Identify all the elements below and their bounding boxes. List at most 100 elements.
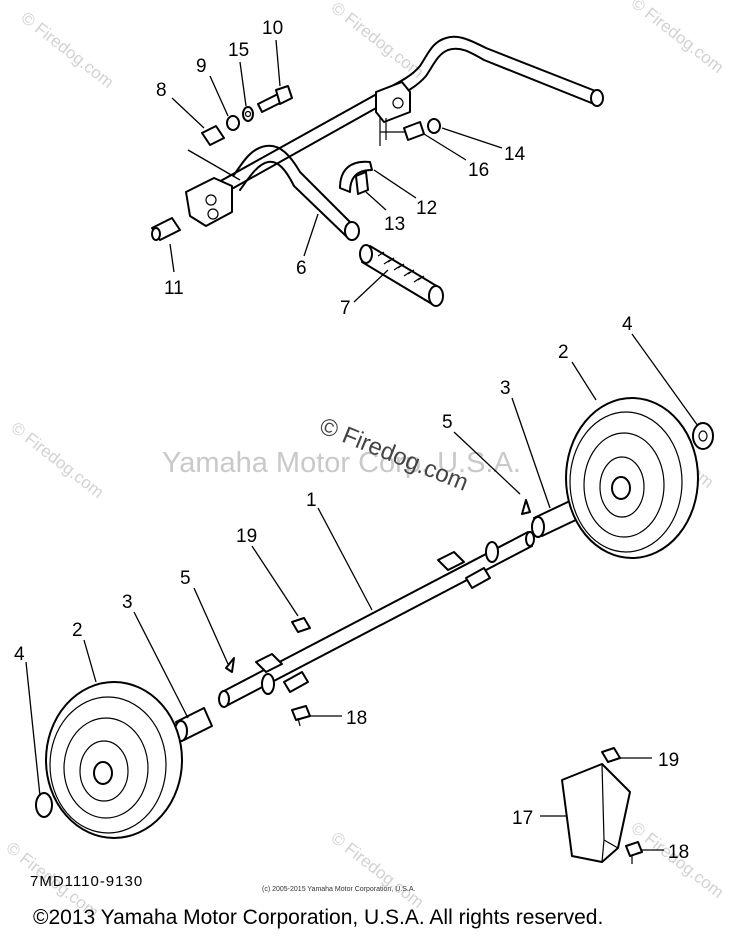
pin-13	[355, 171, 369, 195]
wheel-left-ring-3	[79, 740, 129, 802]
axle-assembly	[174, 499, 581, 742]
washer-4-right-hole	[698, 430, 708, 442]
leader-line-5-right	[453, 431, 521, 495]
watermark-center-line: Yamaha Motor Corp, U.S.A.	[162, 447, 521, 479]
axle-bracket-left-bottom	[283, 671, 309, 693]
leader-line-12	[373, 169, 417, 199]
clip-12	[339, 160, 373, 193]
bracket-17-edge	[601, 763, 619, 863]
wheel-left-ring-2	[63, 717, 149, 819]
leader-line-5-left	[193, 587, 229, 665]
callout-14: 14	[504, 144, 526, 165]
grip-end-left	[359, 244, 373, 264]
watermark-top-left: © Firedog.com	[18, 8, 118, 92]
washer-14	[427, 118, 441, 134]
handlebar-left-drop-lower	[239, 160, 347, 237]
callout-5-right: 5	[442, 412, 453, 433]
leader-line-2-right	[571, 361, 597, 401]
watermark-top-right: © Firedog.com	[628, 0, 728, 77]
callout-15: 15	[228, 40, 249, 61]
small-parts-right	[339, 118, 441, 195]
leader-lines	[25, 39, 699, 851]
leader-line-11	[169, 243, 175, 273]
spacer-11-end	[151, 227, 161, 241]
wheel-right-ring-1	[569, 411, 683, 553]
callout-7: 7	[340, 298, 351, 319]
callout-5-left: 5	[180, 568, 191, 589]
wheel-right-ring-2	[583, 432, 665, 538]
handlebar-end-right	[590, 89, 604, 107]
callout-6: 6	[296, 258, 307, 279]
callout-1: 1	[306, 490, 317, 511]
footer-copyright: ©2013 Yamaha Motor Corporation, U.S.A. A…	[33, 906, 604, 929]
axle-bracket-right-top	[437, 551, 465, 571]
callouts: 8 9 15 10 11 6 7 12 13 14 16 1 2 2 3 3 4…	[14, 18, 689, 863]
wheel-left-tire	[45, 681, 183, 839]
diagram-code: 7MD1110-9130	[30, 873, 144, 890]
leader-line-14	[441, 127, 503, 149]
callout-8: 8	[156, 80, 167, 101]
leader-line-6	[303, 213, 319, 257]
leader-line-4-right	[631, 333, 699, 427]
callout-2-right: 2	[558, 342, 569, 363]
small-parts-upper	[151, 85, 293, 241]
callout-3-right: 3	[500, 378, 511, 399]
bolt-18-bracket	[625, 841, 643, 857]
leader-line-7	[353, 269, 389, 303]
wheel-right	[565, 397, 714, 559]
grip-texture	[377, 251, 425, 283]
wheel-right-tire	[565, 397, 699, 559]
axle-end-left	[218, 690, 230, 708]
collar-8	[201, 125, 225, 146]
axle-collar-right	[485, 541, 499, 563]
leader-8	[187, 149, 241, 181]
wheel-left-hub	[93, 761, 113, 785]
leader-line-2-left	[83, 639, 97, 683]
cotter-pin-left	[225, 657, 235, 673]
bolt-18-axle	[291, 705, 311, 721]
callout-2-left: 2	[72, 620, 83, 641]
left-bracket	[185, 177, 233, 227]
watermark-mid-left: © Firedog.com	[8, 418, 108, 502]
callout-3-left: 3	[122, 592, 133, 613]
handlebar-end-left	[344, 221, 360, 241]
callout-18-axle: 18	[346, 708, 367, 729]
handlebar-assembly	[185, 35, 604, 241]
callout-16: 16	[468, 160, 489, 181]
watermark-bottom-center: © Firedog.com	[328, 828, 428, 912]
callout-19-axle: 19	[236, 526, 257, 547]
callout-4-right: 4	[622, 314, 633, 335]
callout-19-bracket: 19	[658, 750, 679, 771]
wheel-left	[35, 681, 183, 839]
handlebar-left-drop-upper	[233, 144, 353, 225]
axle-bracket-left-top	[255, 653, 283, 673]
grip-7	[359, 244, 444, 307]
bracket-17-body	[561, 763, 631, 863]
nut-19-bracket	[601, 747, 621, 763]
leader-line-13	[365, 191, 387, 211]
washer-15-hole	[244, 110, 252, 118]
left-bracket-hole	[205, 194, 217, 206]
leader-line-19-axle	[251, 545, 299, 617]
washer-4-left	[35, 792, 53, 818]
bolt-10-head	[275, 85, 293, 105]
watermark-top-center: © Firedog.com	[328, 0, 428, 82]
nut-19-axle	[291, 617, 311, 633]
leader-line-16	[423, 133, 467, 161]
wheel-right-hub	[611, 476, 631, 500]
leader-line-9	[209, 75, 229, 117]
wheel-right-ring-3	[599, 456, 645, 518]
callout-9: 9	[196, 56, 207, 77]
spacer-tube-right-end	[531, 516, 545, 538]
callout-13: 13	[384, 214, 405, 235]
bracket-17	[561, 747, 643, 864]
bolt-16	[403, 121, 425, 141]
callout-17: 17	[512, 808, 533, 829]
washer-15	[242, 106, 254, 122]
leader-line-8	[171, 97, 205, 129]
leader-line-15	[239, 61, 247, 107]
leader-line-4-left	[25, 661, 41, 797]
axle-collar-left	[261, 673, 275, 695]
grip-end-right	[428, 285, 444, 307]
callout-4-left: 4	[14, 644, 25, 665]
